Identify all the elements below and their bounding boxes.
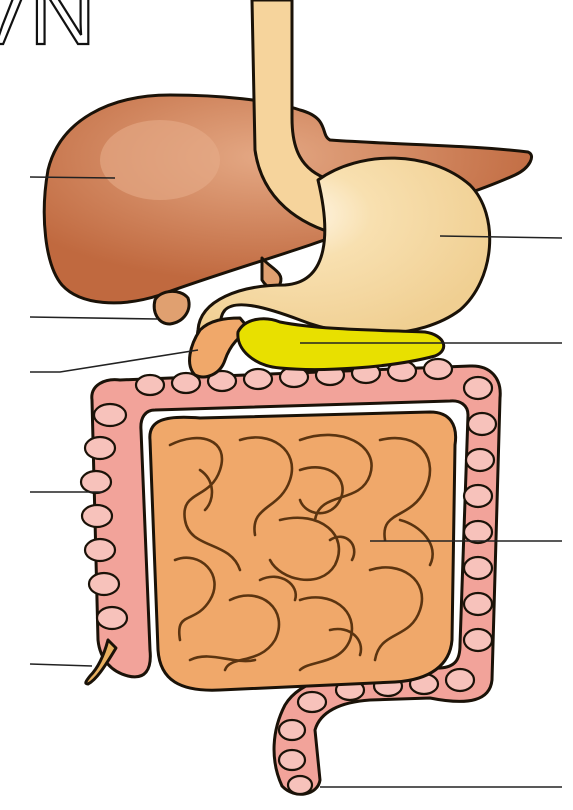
gallbladder [154, 291, 189, 324]
leader-line-appendix [30, 664, 92, 666]
leader-line-gallbladder [30, 317, 158, 319]
leader-line-liver [30, 177, 115, 178]
leader-line-duodenum [30, 350, 198, 372]
small-intestine [150, 412, 456, 690]
heading-text: VN [0, 0, 96, 64]
bile-duct [262, 258, 281, 288]
